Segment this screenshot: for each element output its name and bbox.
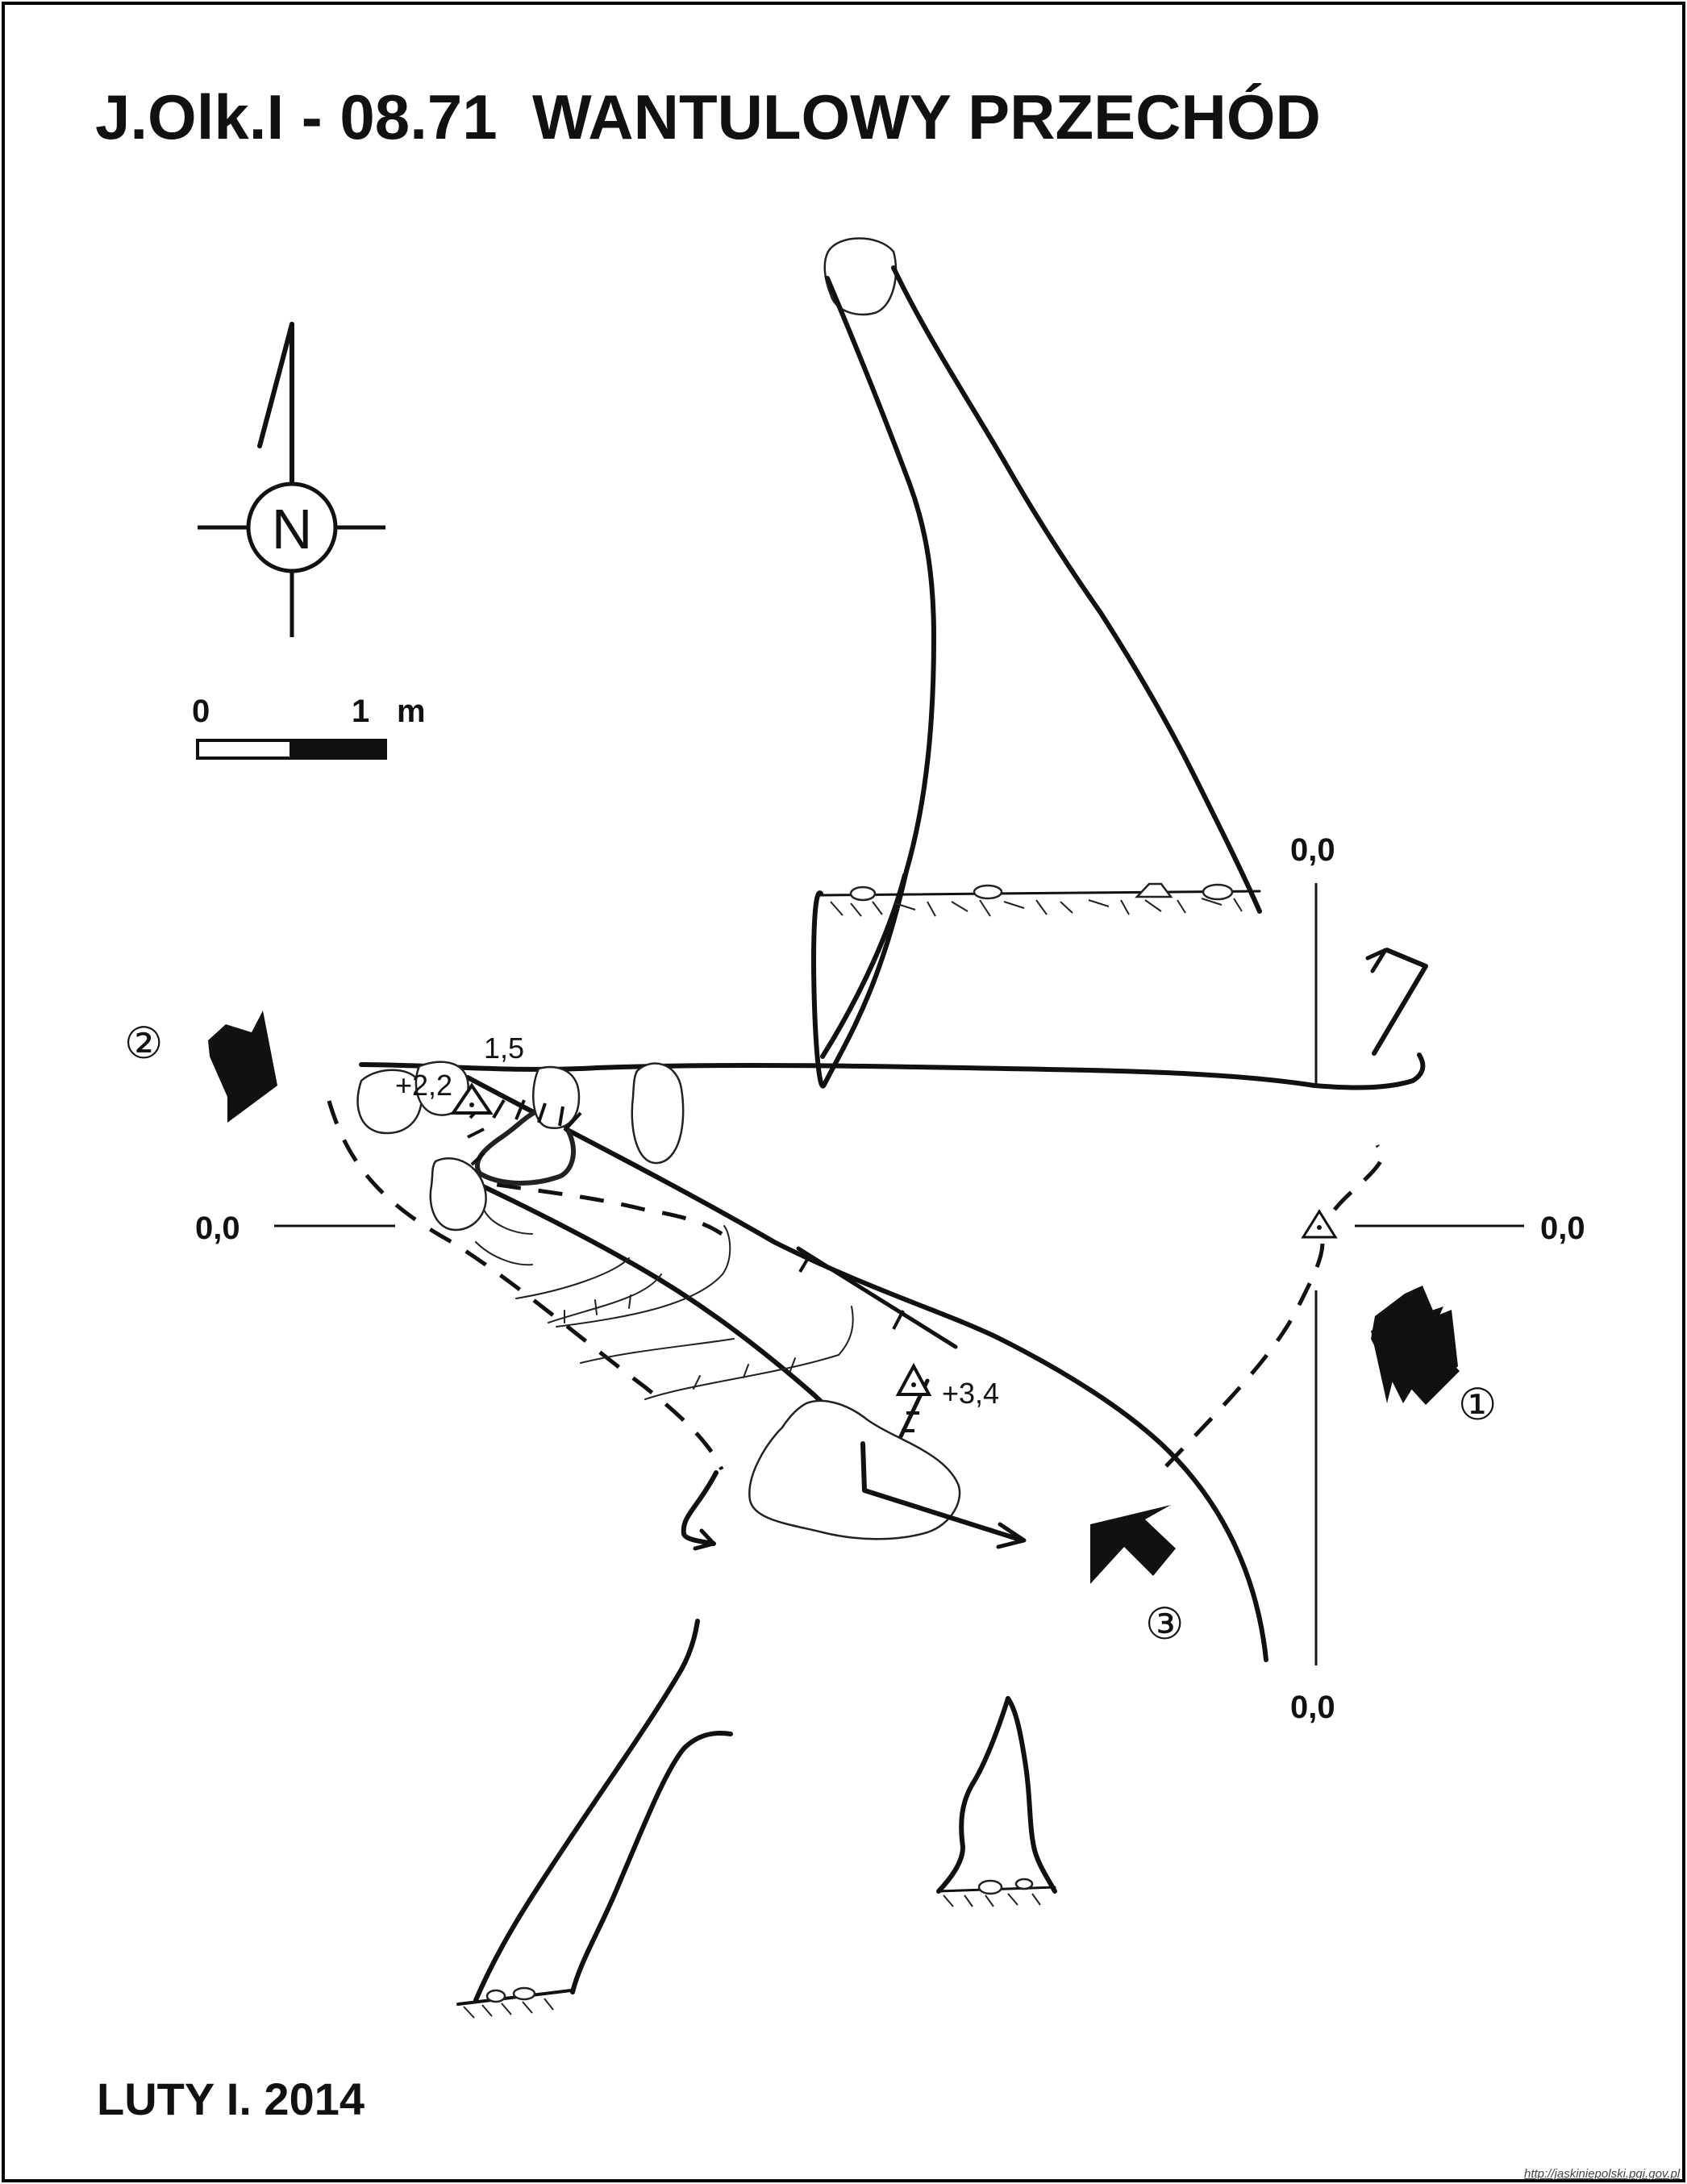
elevation-top: 0,0: [1290, 832, 1335, 868]
entrance-arrow-icon: [208, 1011, 277, 1123]
station-label-1: +2,2: [395, 1069, 452, 1102]
elevation-right: 0,0: [1540, 1211, 1585, 1246]
survey-date: LUTY I. 2014: [97, 2074, 364, 2124]
compass-north-letter: N: [272, 498, 313, 561]
station-label-2: +3,4: [942, 1377, 999, 1410]
scale-unit-label: m: [397, 694, 426, 729]
source-url[interactable]: http://jaskiniepolski.pgi.gov.pl: [1524, 2167, 1681, 2181]
entrance-number-1: ①: [1458, 1381, 1497, 1429]
cross-section-top: [811, 237, 1262, 1089]
entrance-arrow-icon: [1371, 1286, 1460, 1405]
compass-icon: N: [198, 322, 385, 637]
scale-bar: 0 1 m: [192, 694, 426, 760]
cross-section-bottom-left: [456, 1619, 733, 2019]
map-title: J.Olk.I - 08.71 WANTULOWY PRZECHÓD: [95, 81, 1321, 152]
cross-section-bottom-small: [936, 1696, 1057, 1907]
survey-station-icon: [450, 1082, 494, 1115]
ceiling-height-label: 1,5: [484, 1032, 524, 1065]
entrance-arrow-icon: [1090, 1505, 1176, 1584]
elevation-bottom: 0,0: [1290, 1690, 1335, 1725]
survey-station-icon: [1301, 1209, 1338, 1239]
elevation-left: 0,0: [195, 1211, 240, 1246]
entrance-number-2: ②: [124, 1019, 163, 1068]
scale-start-label: 0: [192, 694, 210, 729]
scale-end-label: 1: [352, 694, 369, 729]
cave-plan: [327, 948, 1428, 1662]
entrance-number-3: ③: [1145, 1600, 1184, 1648]
survey-station-icon: [895, 1362, 932, 1396]
